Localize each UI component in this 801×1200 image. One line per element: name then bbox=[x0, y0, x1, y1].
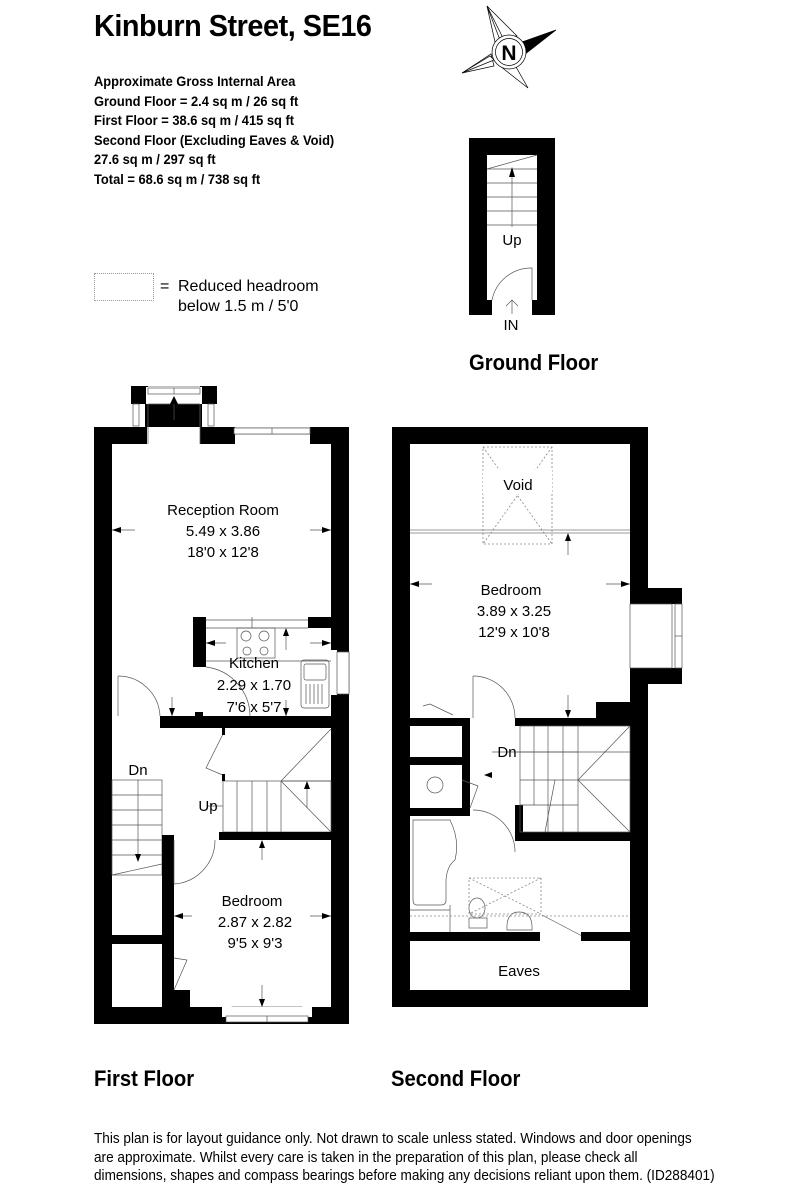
reception-room-name: Reception Room bbox=[167, 502, 279, 519]
kitchen-imperial: 7'6 x 5'7 bbox=[227, 699, 282, 716]
first-floor-plan: Reception Room 5.49 x 3.86 18'0 x 12'8 K… bbox=[94, 386, 350, 1024]
reduced-headroom-legend-swatch bbox=[94, 273, 154, 301]
property-title: Kinburn Street, SE16 bbox=[94, 8, 372, 43]
entrance-label: IN bbox=[504, 317, 519, 334]
reception-room-imperial: 18'0 x 12'8 bbox=[187, 544, 259, 561]
legend-line-1: Reduced headroom bbox=[178, 278, 319, 295]
second-floor-plan: Void Bedroom 3.89 x 3.25 12'9 x 10'8 Dn … bbox=[392, 427, 683, 1007]
void-label: Void bbox=[503, 477, 532, 494]
first-floor-stairs-down-label: Dn bbox=[128, 762, 147, 779]
disclaimer: This plan is for layout guidance only. N… bbox=[94, 1130, 759, 1186]
eaves-label: Eaves bbox=[498, 963, 540, 980]
area-second-floor-label: Second Floor (Excluding Eaves & Void) bbox=[94, 131, 335, 148]
area-total: Total = 68.6 sq m / 738 sq ft bbox=[94, 170, 261, 187]
second-floor-bedroom-metric: 3.89 x 3.25 bbox=[477, 603, 551, 620]
compass-north-label: N bbox=[501, 42, 516, 65]
disclaimer-line-2: are approximate. Whilst every care is ta… bbox=[94, 1149, 638, 1166]
sink-icon bbox=[206, 659, 331, 709]
ground-floor-label: Ground Floor bbox=[469, 350, 599, 375]
area-ground-floor: Ground Floor = 2.4 sq m / 26 sq ft bbox=[94, 92, 299, 109]
second-floor-label: Second Floor bbox=[391, 1066, 521, 1091]
legend-equals: = bbox=[160, 278, 170, 295]
second-floor-bedroom-imperial: 12'9 x 10'8 bbox=[478, 624, 550, 641]
first-floor-stairs-up-label: Up bbox=[198, 798, 217, 815]
kitchen-name: Kitchen bbox=[229, 655, 279, 672]
ground-stairs-up-label: Up bbox=[502, 232, 521, 249]
area-first-floor: First Floor = 38.6 sq m / 415 sq ft bbox=[94, 112, 295, 128]
reception-room-metric: 5.49 x 3.86 bbox=[186, 523, 260, 540]
second-floor-bedroom-name: Bedroom bbox=[481, 582, 542, 599]
first-floor-bedroom-imperial: 9'5 x 9'3 bbox=[228, 935, 283, 952]
area-heading: Approximate Gross Internal Area bbox=[94, 73, 296, 89]
ground-floor-plan: Up IN bbox=[469, 138, 555, 334]
first-floor-bedroom-name: Bedroom bbox=[222, 893, 283, 910]
first-floor-label: First Floor bbox=[94, 1066, 195, 1091]
second-floor-stairs-down-label: Dn bbox=[497, 744, 516, 761]
kitchen-metric: 2.29 x 1.70 bbox=[217, 677, 291, 694]
area-second-floor-value: 27.6 sq m / 297 sq ft bbox=[94, 151, 216, 167]
compass-north-icon: N bbox=[461, 5, 557, 89]
legend-line-2: below 1.5 m / 5'0 bbox=[178, 298, 299, 315]
disclaimer-line-3: dimensions, shapes and compass bearings … bbox=[94, 1168, 715, 1184]
first-floor-bedroom-metric: 2.87 x 2.82 bbox=[218, 914, 292, 931]
disclaimer-line-1: This plan is for layout guidance only. N… bbox=[94, 1131, 692, 1147]
hob-icon bbox=[236, 627, 276, 659]
area-summary: Approximate Gross Internal Area Ground F… bbox=[94, 72, 334, 189]
